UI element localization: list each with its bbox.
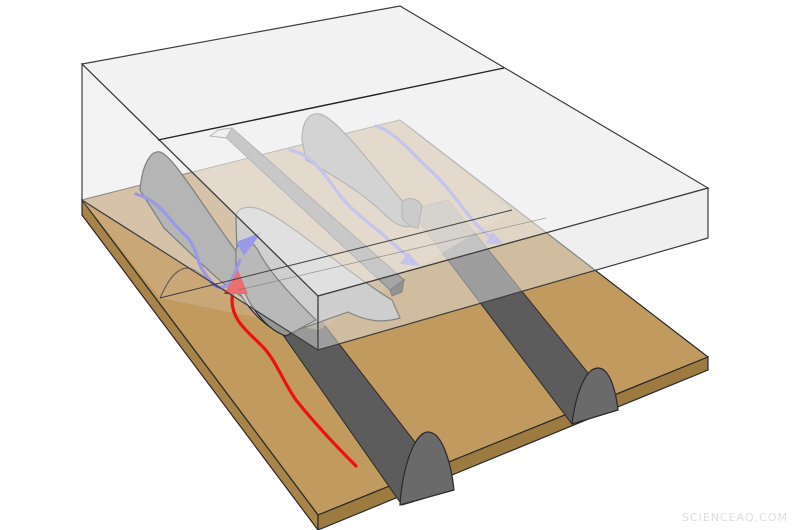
red-flow-arrowhead [224,270,248,294]
bed-left-side [81,198,319,530]
ridge-left [139,151,253,301]
ice-front-right-face [317,187,709,351]
esker-ends [399,367,619,506]
ice-base-line [159,209,513,299]
watermark-text: SCIENCEAQ.COM [681,511,788,524]
meltwater-arrowhead-left [236,232,262,256]
esker-end-right [571,367,619,425]
esker-end-left [399,431,455,506]
ice-sheet-block [80,5,710,352]
ice-surface-line [157,67,505,141]
bed-line-under-ice [237,217,547,291]
meltwater-arrow-left [134,192,242,289]
